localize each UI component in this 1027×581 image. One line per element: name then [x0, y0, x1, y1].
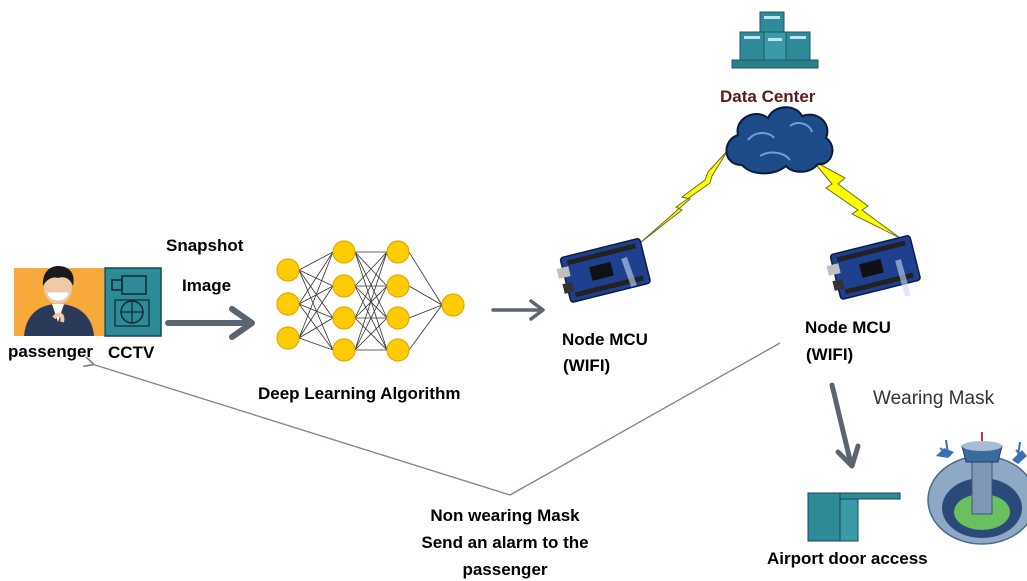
- passenger-label: passenger: [8, 342, 94, 361]
- nn-edge: [298, 337, 334, 351]
- nn-edge: [354, 285, 388, 351]
- airport-door-icon: [807, 492, 901, 542]
- snapshot-arrow: [165, 306, 255, 340]
- cloud-icon: [725, 106, 834, 175]
- neural-network-nodes: [276, 240, 465, 362]
- nn-node: [441, 293, 465, 317]
- snapshot-label: Snapshot: [166, 236, 244, 255]
- airport-door-access-label: Airport door access: [767, 549, 928, 568]
- nn-edge: [298, 251, 334, 339]
- nn-node: [386, 274, 410, 298]
- node-mcu-2-sublabel: (WIFI): [806, 345, 854, 364]
- wearing-mask-arrow: [829, 382, 861, 469]
- node-mcu-board-icon: [826, 235, 921, 300]
- nn-edge: [298, 269, 334, 351]
- to-node-arrow: [491, 299, 545, 321]
- node-mcu-1-sublabel: (WIFI): [563, 356, 611, 375]
- nn-node: [386, 306, 410, 330]
- alarm-passenger-label: passenger: [462, 560, 548, 579]
- wearing-mask-label: Wearing Mask: [873, 388, 995, 409]
- data-center-label: Data Center: [720, 87, 816, 106]
- nn-edge: [408, 304, 443, 351]
- nn-node: [332, 240, 356, 264]
- nn-edge: [354, 251, 388, 351]
- nn-edge: [298, 251, 334, 305]
- nn-node: [386, 338, 410, 362]
- nn-node: [386, 240, 410, 264]
- alarm-label: Send an alarm to the: [421, 533, 589, 552]
- nn-edge: [354, 251, 388, 287]
- nn-edge: [408, 251, 443, 306]
- nn-edge: [408, 285, 443, 306]
- image-label: Image: [182, 276, 232, 295]
- nn-node: [276, 292, 300, 316]
- node-mcu-board-icon: [556, 238, 651, 303]
- data-center-icon: [731, 11, 819, 69]
- nn-edge: [298, 285, 334, 339]
- airport-tower-icon: [927, 432, 1027, 545]
- nn-edge: [298, 303, 334, 351]
- passenger-icon: [14, 266, 104, 336]
- node-mcu-2-label: Node MCU: [805, 318, 891, 337]
- nn-node: [332, 338, 356, 362]
- nn-node: [332, 274, 356, 298]
- nn-node: [276, 326, 300, 350]
- nn-edge: [298, 251, 334, 271]
- cctv-label: CCTV: [108, 343, 155, 362]
- algorithm-label: Deep Learning Algorithm: [258, 384, 461, 403]
- nn-edge: [408, 304, 443, 319]
- non-wearing-label: Non wearing Mask: [430, 506, 580, 525]
- neural-network-edges: [298, 251, 443, 351]
- nn-edge: [354, 251, 388, 319]
- lightning-right-icon: [811, 159, 901, 239]
- node-mcu-1-label: Node MCU: [562, 330, 648, 349]
- nn-edge: [298, 303, 334, 319]
- nn-node: [276, 258, 300, 282]
- feedback-arrow: [92, 342, 781, 496]
- lightning-left-icon: [639, 149, 729, 244]
- nn-edge: [298, 317, 334, 339]
- nn-node: [332, 306, 356, 330]
- cctv-icon: [104, 267, 162, 337]
- nn-edge: [354, 317, 388, 351]
